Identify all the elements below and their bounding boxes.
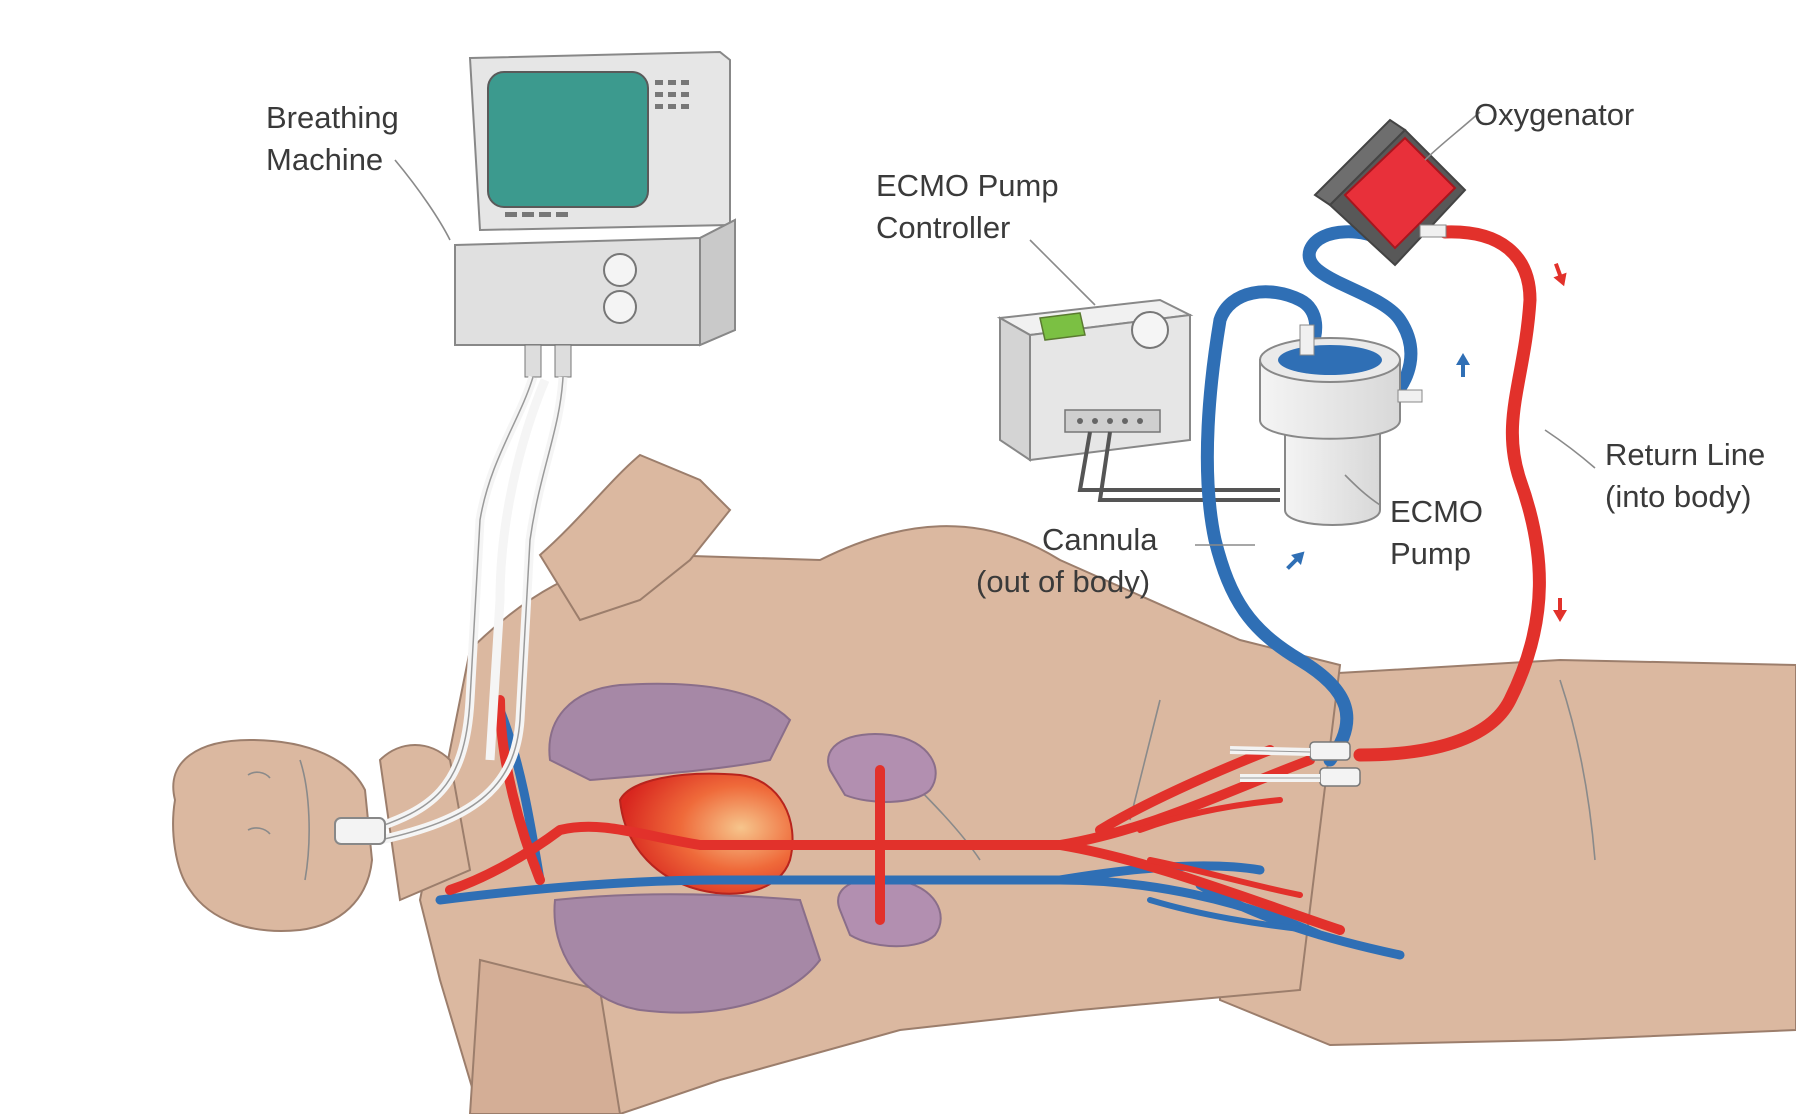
endotracheal-connector: [334, 817, 386, 845]
patient-body: [172, 453, 1796, 1114]
knob-lower: [603, 290, 637, 324]
breathing-machine-label: Breathing Machine: [266, 100, 407, 177]
controller-screen: [1039, 312, 1086, 341]
lung-lower: [553, 893, 822, 1014]
return-line-tube: [1353, 225, 1546, 762]
labels: Breathing Machine ECMO Pump Controller O…: [266, 97, 1774, 599]
cannula-tube: [1200, 285, 1354, 767]
groin-connector-1: [1309, 741, 1351, 761]
groin-connector-2: [1319, 767, 1361, 787]
arrow-up-blue-icon: [1286, 551, 1305, 570]
ecmo-pump-label: ECMO Pump: [1390, 494, 1492, 571]
aorta: [445, 695, 1345, 935]
ecmo-circuit: [1200, 225, 1546, 787]
knob-upper: [603, 253, 637, 287]
breathing-machine: [334, 50, 736, 845]
oxygenator: [1313, 118, 1467, 267]
flow-arrows: [1286, 263, 1567, 622]
lung-upper: [548, 682, 792, 782]
return-line-label: Return Line (into body): [1605, 437, 1774, 514]
arrow-down-red-icon: [1553, 598, 1567, 622]
arrow-down-red-icon: [1553, 263, 1567, 287]
patient-arm-lower: [468, 958, 622, 1114]
oxygenator-label: Oxygenator: [1474, 97, 1634, 132]
patient-head: [172, 738, 374, 932]
cannula-label: Cannula (out of body): [976, 522, 1166, 599]
monitor-screen: [487, 71, 649, 208]
heart: [618, 772, 794, 895]
leader-lines: [394, 111, 1596, 546]
ecmo-pump: [1259, 324, 1423, 526]
arrow-up-blue-icon: [1456, 353, 1470, 377]
pump-chamber: [1278, 345, 1382, 375]
ecmo-pump-controller-label: ECMO Pump Controller: [876, 168, 1067, 245]
ecmo-pump-controller: [996, 298, 1280, 502]
patient-arm-upper: [538, 453, 732, 622]
controller-dial: [1131, 311, 1169, 349]
blood-vessels: [435, 695, 1405, 960]
oxygenator-body: [1343, 136, 1457, 250]
